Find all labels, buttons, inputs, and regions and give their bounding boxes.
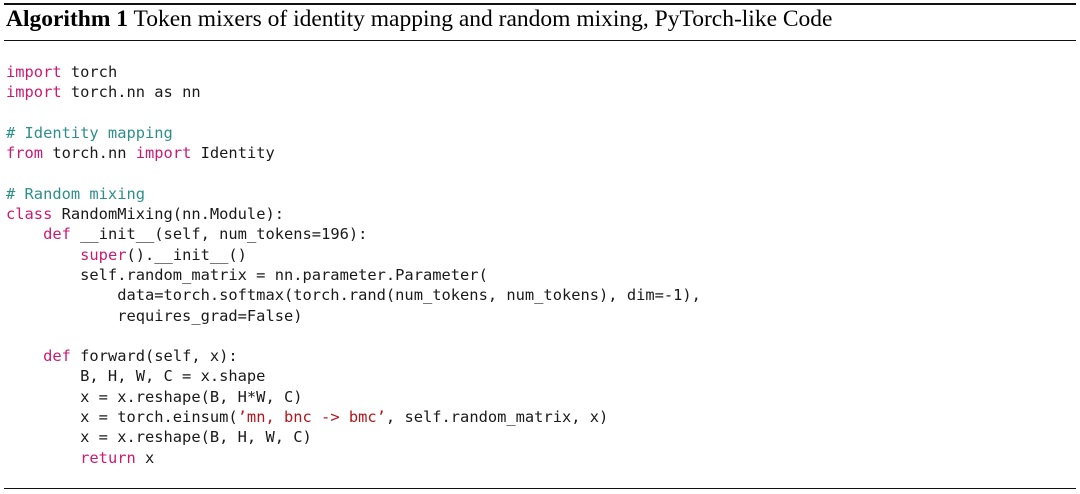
code-keyword: import — [6, 83, 62, 102]
code-keyword: return — [80, 448, 136, 467]
code-comment: # Identity mapping — [6, 123, 173, 142]
code-text: , self.random_matrix, x) — [385, 408, 609, 427]
code-line: import torch.nn as nn — [6, 82, 701, 102]
code-line: B, H, W, C = x.shape — [6, 366, 701, 386]
code-keyword: super — [80, 245, 127, 264]
code-text: forward(self, x): — [70, 347, 238, 366]
code-text — [6, 347, 43, 365]
code-keyword: import — [135, 144, 192, 163]
code-keyword: def — [43, 347, 71, 366]
code-line — [6, 326, 701, 346]
top-rule — [4, 3, 1076, 5]
code-text — [6, 225, 43, 243]
code-string: ’mn, bnc -> bmc’ — [237, 408, 386, 427]
code-line: from torch.nn import Identity — [6, 143, 701, 163]
code-text: requires_grad=False) — [6, 306, 303, 325]
code-line: # Random mixing — [6, 184, 701, 204]
code-keyword: import — [6, 63, 62, 81]
code-text: Identity — [191, 144, 275, 163]
code-text: x = torch.einsum( — [6, 408, 238, 427]
algorithm-block: Algorithm 1 Token mixers of identity map… — [4, 0, 1076, 494]
code-text: x = x.reshape(B, H, W, C) — [6, 428, 312, 447]
code-line: data=torch.softmax(torch.rand(num_tokens… — [6, 285, 701, 305]
code-text: __init__(self, num_tokens=196): — [70, 225, 368, 244]
code-line: x = torch.einsum(’mn, bnc -> bmc’, self.… — [6, 407, 701, 427]
code-line: import torch — [6, 62, 701, 82]
code-keyword: def — [43, 225, 71, 244]
code-line: requires_grad=False) — [6, 306, 701, 326]
code-text: torch.nn — [43, 144, 136, 163]
algorithm-title: Token mixers of identity mapping and ran… — [133, 6, 833, 32]
bottom-rule — [4, 488, 1076, 489]
code-text: torch — [61, 63, 118, 81]
code-text: RandomMixing(nn.Module): — [52, 205, 284, 224]
code-line: x = x.reshape(B, H, W, C) — [6, 427, 701, 447]
code-line — [6, 103, 701, 123]
algorithm-label: Algorithm 1 — [6, 6, 129, 32]
code-line: def __init__(self, num_tokens=196): — [6, 224, 701, 244]
code-text: x — [135, 448, 155, 467]
algorithm-caption: Algorithm 1 Token mixers of identity map… — [6, 6, 833, 33]
code-line: class RandomMixing(nn.Module): — [6, 204, 701, 224]
code-text — [6, 449, 80, 467]
caption-rule — [4, 40, 1076, 41]
code-line: x = x.reshape(B, H*W, C) — [6, 387, 701, 407]
code-comment: # Random mixing — [6, 184, 145, 203]
code-line: return x — [6, 448, 701, 468]
code-text: data=torch.softmax(torch.rand(num_tokens… — [6, 286, 701, 305]
code-text: torch.nn as nn — [61, 83, 201, 102]
code-line: # Identity mapping — [6, 123, 701, 143]
code-line: super().__init__() — [6, 245, 701, 265]
code-keyword: class — [6, 205, 53, 224]
code-text: x = x.reshape(B, H*W, C) — [6, 387, 303, 406]
code-line: def forward(self, x): — [6, 346, 701, 366]
code-text: ().__init__() — [126, 245, 247, 264]
code-line: self.random_matrix = nn.parameter.Parame… — [6, 265, 701, 285]
code-text: B, H, W, C = x.shape — [6, 367, 266, 386]
code-text — [6, 246, 80, 264]
code-keyword: from — [6, 144, 44, 163]
code-line — [6, 163, 701, 183]
code-text: self.random_matrix = nn.parameter.Parame… — [6, 265, 488, 284]
